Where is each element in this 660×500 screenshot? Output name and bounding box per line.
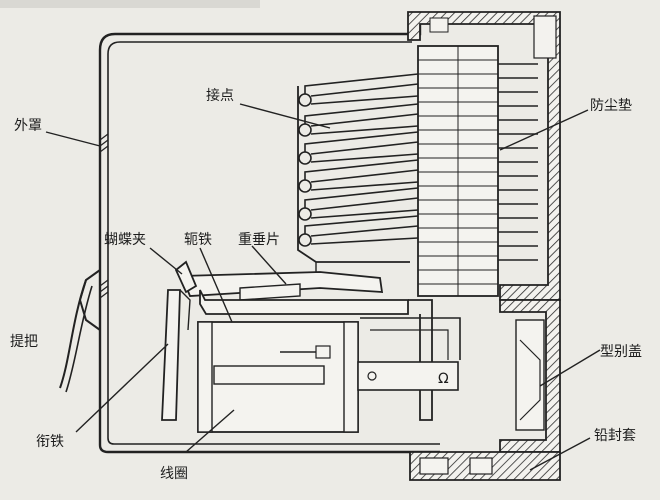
leader-type-cover [539, 349, 601, 387]
contact-springs [297, 73, 419, 276]
leader-contact [239, 103, 331, 129]
label-lead-seal-sleeve: 铅封套 [594, 428, 636, 444]
label-armature: 衔铁 [36, 434, 64, 450]
leader-dust-pad [499, 109, 589, 151]
label-yoke: 轭铁 [184, 232, 212, 248]
leader-armature [75, 343, 169, 433]
leader-lead-seal-sleeve [529, 437, 591, 471]
leader-butterfly-clip [149, 247, 183, 275]
leader-yoke [199, 247, 233, 323]
leader-counterweight [251, 245, 287, 285]
label-butterfly-clip: 蝴蝶夹 [104, 232, 146, 248]
label-outer-cover: 外罩 [14, 118, 42, 134]
page-edge-text [0, 0, 260, 8]
type-cover [499, 299, 561, 453]
label-coil: 线圈 [160, 466, 188, 482]
right-frame [407, 11, 561, 301]
base [409, 451, 561, 481]
label-dust-pad: 防尘垫 [590, 98, 632, 114]
counterweight [180, 271, 384, 301]
label-contact: 接点 [206, 87, 234, 104]
butterfly-clip [174, 260, 198, 294]
label-counterweight: 重垂片 [238, 232, 280, 248]
omega-symbol: Ω [438, 371, 449, 387]
leader-lines [45, 103, 601, 471]
armature [161, 289, 191, 421]
label-type-cover: 型别盖 [600, 344, 642, 360]
label-handle: 提把 [10, 334, 38, 350]
outer-cover [98, 22, 440, 454]
contact-stack [417, 45, 538, 297]
leader-outer-cover [45, 131, 101, 147]
leader-coil [185, 409, 235, 453]
handle [59, 269, 101, 393]
coil [197, 321, 359, 433]
terminal-block: Ω [357, 317, 461, 391]
